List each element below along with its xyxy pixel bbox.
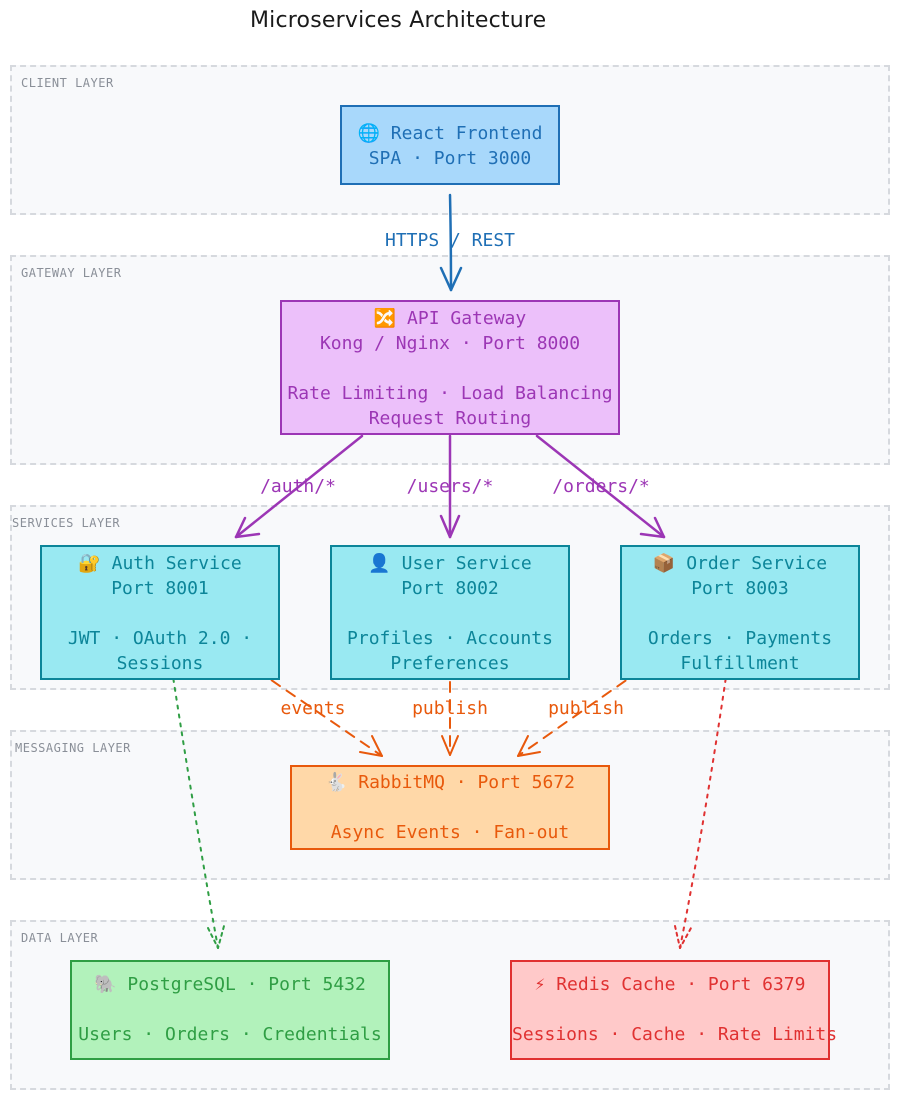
frontend-title: React Frontend xyxy=(390,123,543,144)
auth-features: JWT · OAuth 2.0 · xyxy=(67,628,253,649)
globe-icon: 🌐 xyxy=(357,123,380,144)
edge-label-events: events xyxy=(280,698,346,719)
arrow-order-redis xyxy=(679,669,728,949)
auth-title: Auth Service xyxy=(111,553,242,574)
user-service-node: 👤 User Service Port 8002 Profiles · Acco… xyxy=(330,545,570,680)
user-features: Profiles · Accounts xyxy=(347,628,553,649)
frontend-subtitle: SPA · Port 3000 xyxy=(368,148,532,169)
redis-node: ⚡ Redis Cache · Port 6379 Sessions · Cac… xyxy=(510,960,838,1060)
arrow-auth-postgres xyxy=(171,669,219,949)
order-fulfillment: Fulfillment xyxy=(680,653,800,674)
gateway-title: API Gateway xyxy=(407,308,527,329)
elephant-icon: 🐘 xyxy=(94,974,117,995)
arrowhead-frontend-gateway xyxy=(439,266,463,292)
messaging-layer: MESSAGING LAYER xyxy=(10,730,890,880)
order-title: Order Service xyxy=(686,553,828,574)
redis-title: Redis Cache · Port 6379 xyxy=(556,974,806,995)
gateway-routing: Request Routing xyxy=(368,408,532,429)
user-title: User Service xyxy=(401,553,532,574)
order-features: Orders · Payments xyxy=(647,628,833,649)
redis-contents: Sessions · Cache · Rate Limits xyxy=(512,1024,838,1045)
gateway-subtitle: Kong / Nginx · Port 8000 xyxy=(319,333,581,354)
arrowhead-order-rabbitmq xyxy=(517,735,541,757)
arrowhead-gateway-user xyxy=(439,514,461,539)
arrowhead-auth-rabbitmq xyxy=(359,735,383,757)
layer-label-client: CLIENT LAYER xyxy=(21,76,114,90)
edge-label-orders-route: /orders/* xyxy=(552,476,650,497)
user-preferences: Preferences xyxy=(390,653,510,674)
order-service-node: 📦 Order Service Port 8003 Orders · Payme… xyxy=(620,545,860,680)
edge-label-auth-route: /auth/* xyxy=(260,476,336,497)
layer-label-gateway: GATEWAY LAYER xyxy=(21,266,122,280)
shuffle-icon: 🔀 xyxy=(373,308,397,329)
arrowhead-gateway-auth xyxy=(234,516,261,539)
arrow-gateway-auth xyxy=(234,434,364,539)
lightning-icon: ⚡ xyxy=(534,974,546,995)
arrow-frontend-gateway xyxy=(448,193,453,292)
auth-sessions: Sessions xyxy=(116,653,204,674)
arrowhead-user-rabbitmq xyxy=(441,735,459,756)
api-gateway-node: 🔀 API Gateway Kong / Nginx · Port 8000 R… xyxy=(280,300,620,435)
layer-label-data: DATA LAYER xyxy=(21,931,99,945)
edge-label-https: HTTPS / REST xyxy=(384,230,516,251)
postgres-title: PostgreSQL · Port 5432 xyxy=(127,974,366,995)
arrow-gateway-order xyxy=(535,434,666,539)
gateway-features: Rate Limiting · Load Balancing xyxy=(287,383,613,404)
postgresql-node: 🐘 PostgreSQL · Port 5432 Users · Orders … xyxy=(70,960,390,1060)
edge-label-users-route: /users/* xyxy=(406,476,494,497)
rabbit-icon: 🐇 xyxy=(324,772,348,793)
postgres-contents: Users · Orders · Credentials xyxy=(78,1024,382,1045)
user-icon: 👤 xyxy=(368,553,391,574)
layer-label-messaging: MESSAGING LAYER xyxy=(15,741,131,755)
rabbitmq-node: 🐇 RabbitMQ · Port 5672 Async Events · Fa… xyxy=(290,765,610,850)
react-frontend-node: 🌐 React Frontend SPA · Port 3000 xyxy=(340,105,560,185)
lock-icon: 🔐 xyxy=(78,553,101,574)
package-icon: 📦 xyxy=(652,553,676,574)
user-port: Port 8002 xyxy=(401,578,499,599)
arrowhead-gateway-order xyxy=(639,516,666,539)
arrowhead-order-redis xyxy=(674,925,692,949)
edge-label-publish-user: publish xyxy=(412,698,488,719)
order-port: Port 8003 xyxy=(691,578,789,599)
arrowhead-auth-postgres xyxy=(207,925,225,949)
layer-label-services: SERVICES LAYER xyxy=(12,516,121,530)
rabbitmq-title: RabbitMQ · Port 5672 xyxy=(358,772,575,793)
auth-port: Port 8001 xyxy=(111,578,209,599)
diagram-title: Microservices Architecture xyxy=(250,8,547,33)
edge-label-publish-order: publish xyxy=(548,698,624,719)
auth-service-node: 🔐 Auth Service Port 8001 JWT · OAuth 2.0… xyxy=(40,545,280,680)
rabbitmq-features: Async Events · Fan-out xyxy=(330,822,570,843)
